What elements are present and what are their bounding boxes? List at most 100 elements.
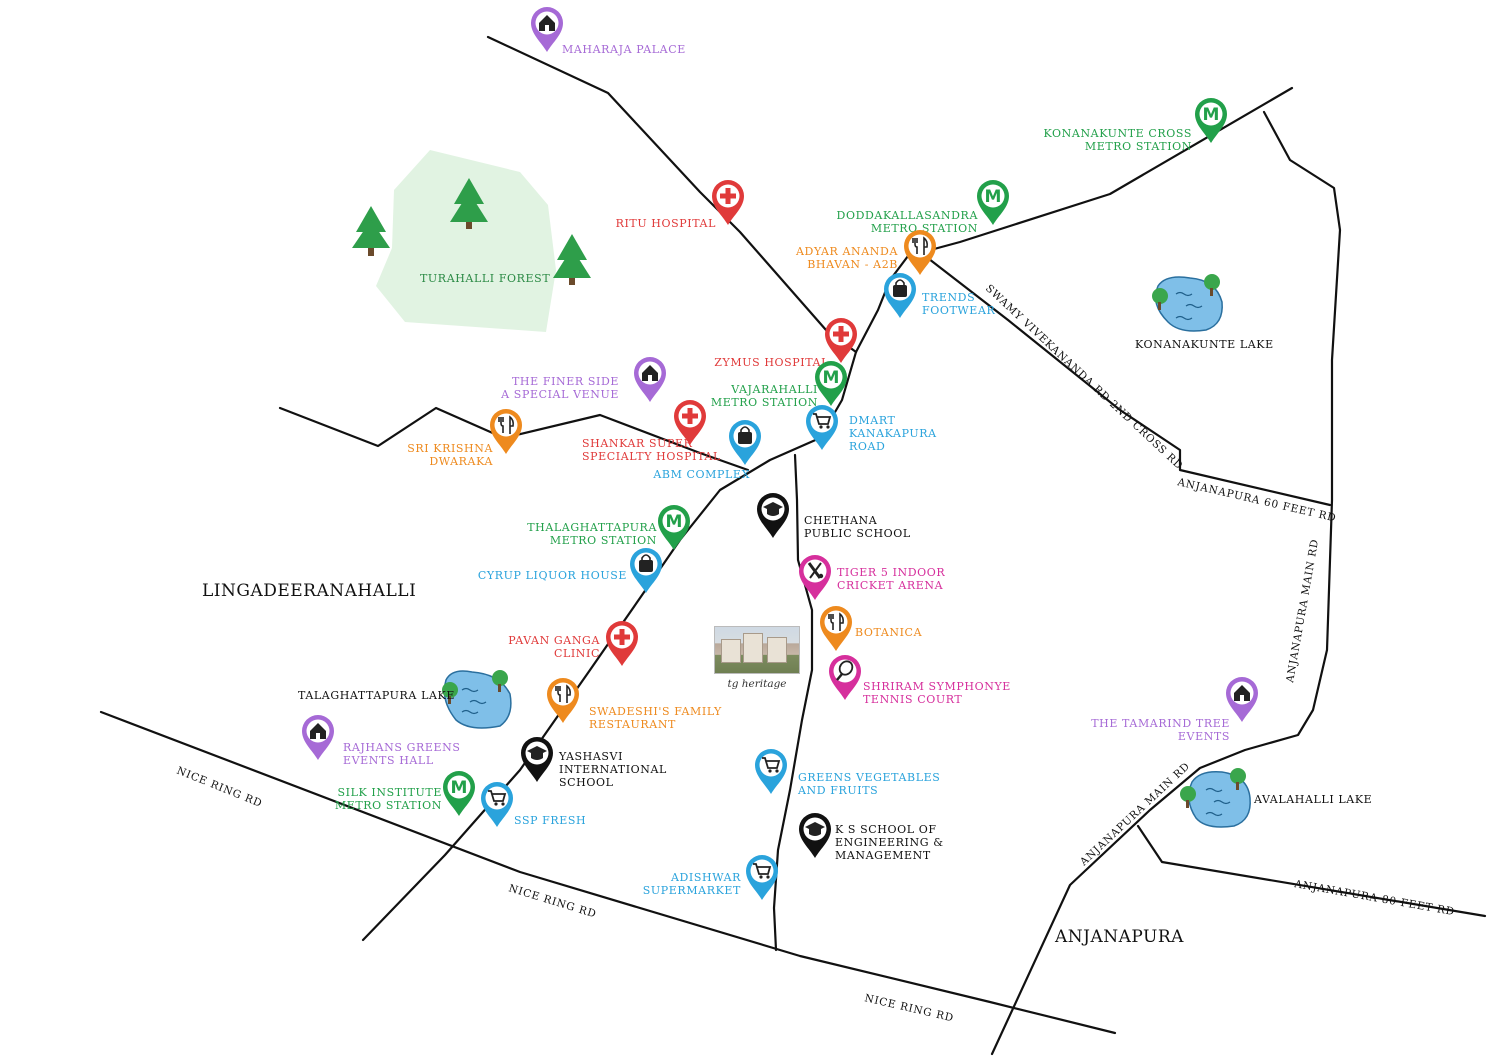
poi-label: EVENTS HALL bbox=[343, 754, 434, 767]
metro-icon: M bbox=[823, 368, 840, 388]
poi-label: THALAGHATTAPURA bbox=[527, 521, 657, 534]
metro-icon: M bbox=[666, 512, 683, 532]
poi-label: TIGER 5 INDOOR bbox=[837, 566, 945, 579]
poi-label: ROAD bbox=[849, 440, 885, 453]
poi-label: METRO STATION bbox=[335, 799, 442, 812]
cart-icon bbox=[488, 790, 507, 806]
poi-label: KONANAKUNTE CROSS bbox=[1044, 127, 1192, 140]
poi-layer: MAHARAJA PALACE RITU HOSPITAL M KONANAKUNTE… bbox=[302, 7, 1258, 900]
poi-cyrup-liquor[interactable]: CYRUP LIQUOR HOUSE bbox=[478, 548, 662, 593]
poi-label: THE TAMARIND TREE bbox=[1091, 717, 1230, 730]
poi-label: RESTAURANT bbox=[589, 718, 676, 731]
poi-label: CRICKET ARENA bbox=[837, 579, 944, 592]
poi-label: SHRIRAM SYMPHONYE bbox=[863, 680, 1011, 693]
poi-label: PAVAN GANGA bbox=[508, 634, 600, 647]
graduation-cap-icon bbox=[805, 822, 825, 836]
medical-cross-icon bbox=[833, 326, 849, 342]
cart-icon bbox=[762, 757, 781, 773]
road-label-swamy-vivekananda: SWAMY VIVEKANANDA RD 2ND CROSS RD bbox=[983, 282, 1185, 472]
poi-label: RAJHANS GREENS bbox=[343, 741, 461, 754]
poi-label: METRO STATION bbox=[1085, 140, 1192, 153]
cart-icon bbox=[813, 413, 832, 429]
tree-icon bbox=[553, 234, 591, 285]
poi-label: TENNIS COURT bbox=[863, 693, 962, 706]
poi-label: PUBLIC SCHOOL bbox=[804, 527, 911, 540]
lake-label: TALAGHATTAPURA LAKE bbox=[298, 689, 455, 702]
poi-label: METRO STATION bbox=[550, 534, 657, 547]
poi-label: EVENTS bbox=[1178, 730, 1230, 743]
svg-text:M: M bbox=[451, 778, 468, 798]
poi-label: ZYMUS HOSPITAL bbox=[714, 356, 829, 369]
poi-label: INTERNATIONAL bbox=[559, 763, 667, 776]
tennis-icon bbox=[836, 660, 854, 681]
poi-label: METRO STATION bbox=[711, 396, 818, 409]
tree-icon bbox=[450, 178, 488, 229]
poi-label: DMART bbox=[849, 414, 896, 427]
poi-label: SUPERMARKET bbox=[643, 884, 741, 897]
road-label-nice-ring: NICE RING RD bbox=[175, 765, 264, 810]
poi-label: ADISHWAR bbox=[670, 871, 741, 884]
road-label-anjanapura-main: ANJANAPURA MAIN RD bbox=[1077, 760, 1192, 869]
road-network bbox=[99, 35, 1487, 1056]
poi-label: ENGINEERING & bbox=[835, 836, 944, 849]
poi-abm-complex[interactable]: ABM COMPLEX bbox=[652, 420, 761, 481]
cutlery-icon bbox=[912, 236, 928, 255]
medical-cross-icon bbox=[682, 408, 698, 424]
poi-botanica[interactable]: BOTANICA bbox=[820, 606, 923, 651]
shopping-bag-icon bbox=[639, 554, 653, 572]
metro-icon: M bbox=[451, 778, 468, 798]
poi-ssp-fresh[interactable]: SSP FRESH bbox=[481, 782, 586, 827]
poi-label: BOTANICA bbox=[855, 626, 923, 639]
turahalli-forest: TURAHALLI FOREST bbox=[352, 150, 591, 332]
poi-ritu-hospital[interactable]: RITU HOSPITAL bbox=[616, 180, 744, 230]
poi-label: DODDAKALLASANDRA bbox=[837, 209, 979, 222]
house-icon bbox=[642, 365, 658, 381]
poi-label: AND FRUITS bbox=[797, 784, 878, 797]
shopping-bag-icon bbox=[738, 426, 752, 444]
poi-maharaja-palace[interactable]: MAHARAJA PALACE bbox=[531, 7, 686, 56]
poi-label: METRO STATION bbox=[871, 222, 978, 235]
poi-label: VAJARAHALLI bbox=[730, 383, 818, 396]
poi-label: DWARAKA bbox=[429, 455, 493, 468]
poi-label: K S SCHOOL OF bbox=[835, 823, 937, 836]
poi-label: GREENS VEGETABLES bbox=[798, 771, 940, 784]
poi-label: CHETHANA bbox=[804, 514, 878, 527]
poi-label: MAHARAJA PALACE bbox=[562, 43, 686, 56]
talaghattapura-lake bbox=[442, 670, 512, 729]
poi-zymus-hospital[interactable]: ZYMUS HOSPITAL bbox=[714, 318, 857, 369]
area-label-anjanapura: ANJANAPURA bbox=[1054, 927, 1184, 947]
poi-label: ADYAR ANANDA bbox=[795, 245, 898, 258]
poi-label: A SPECIAL VENUE bbox=[500, 388, 619, 401]
poi-label: ABM COMPLEX bbox=[652, 468, 750, 481]
poi-label: TRENDS bbox=[922, 291, 975, 304]
metro-icon: M bbox=[1203, 105, 1220, 125]
poi-label: FOOTWEAR bbox=[922, 304, 995, 317]
road-label-anjanapura-80: ANJANAPURA 80 FEET RD bbox=[1292, 878, 1455, 918]
avalahalli-lake bbox=[1180, 768, 1251, 828]
poi-label: YASHASVI bbox=[558, 750, 623, 763]
poi-label: CYRUP LIQUOR HOUSE bbox=[478, 569, 627, 582]
